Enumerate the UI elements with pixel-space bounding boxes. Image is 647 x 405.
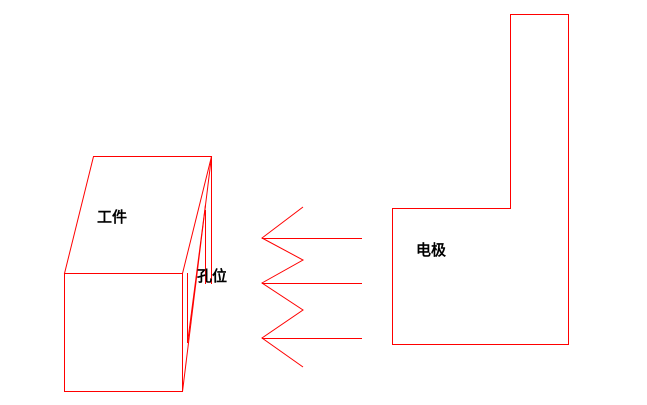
workpiece-front-face [64, 273, 183, 392]
hole-slot [187, 204, 206, 344]
electrode-shape [392, 14, 569, 345]
discharge-arrows [261, 206, 362, 368]
hole-label: 孔位 [197, 267, 228, 285]
arrow-zigzag [261, 206, 305, 368]
workpiece-box [63, 156, 213, 392]
hole-edge [187, 204, 206, 344]
workpiece-label: 工件 [97, 208, 128, 226]
workpiece-top-face [63, 156, 213, 274]
electrode-label: 电极 [416, 241, 447, 259]
